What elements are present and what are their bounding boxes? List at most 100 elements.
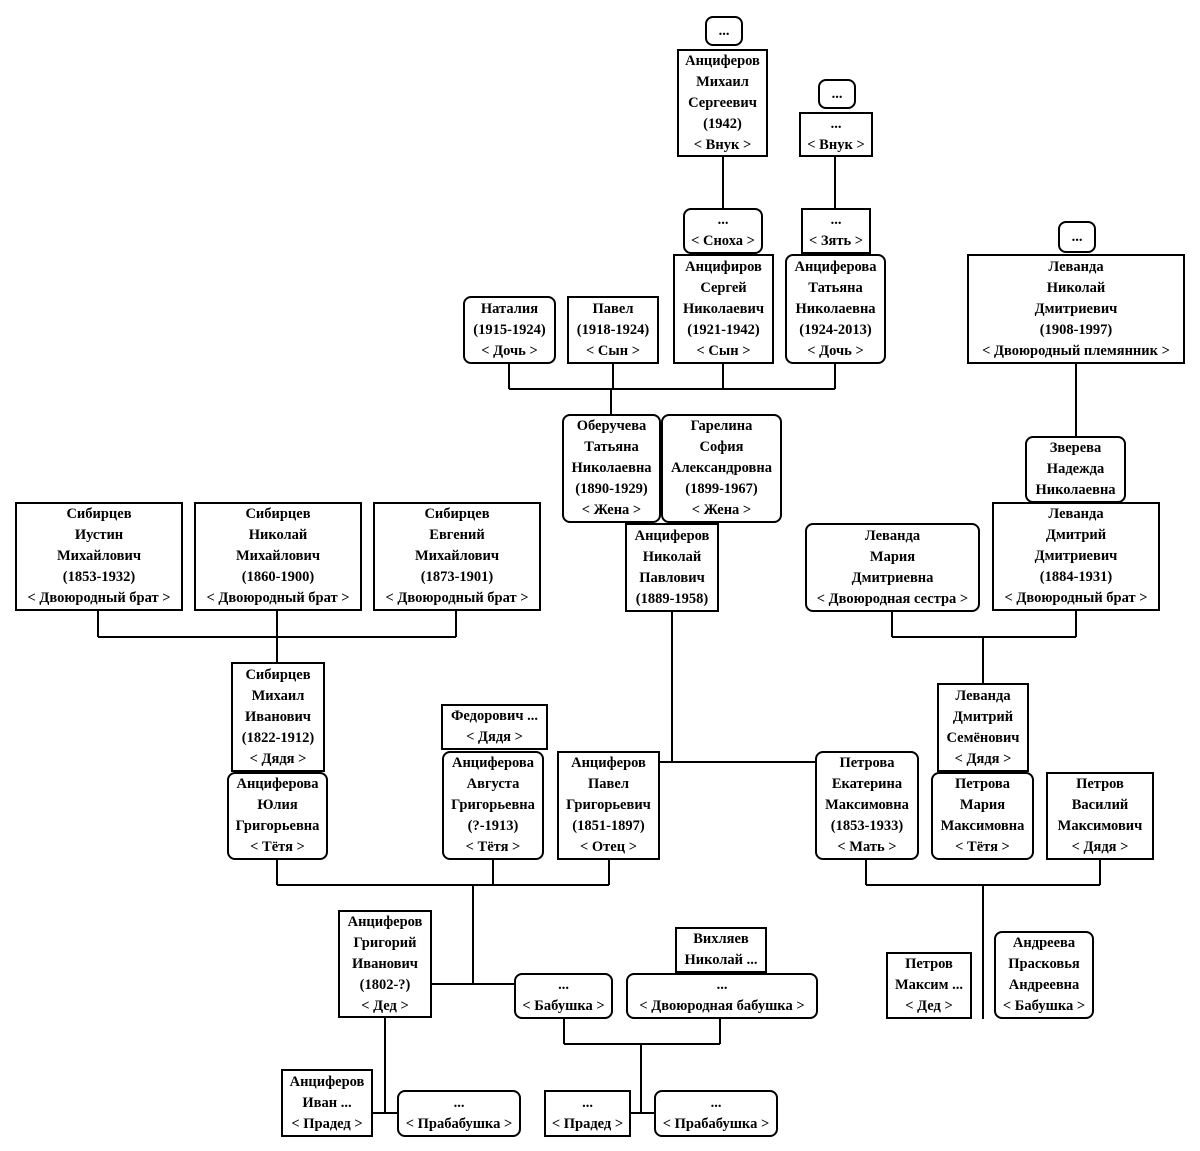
- person-text: < Сын >: [696, 342, 751, 359]
- person-text: Зверева: [1049, 440, 1102, 456]
- person-text: Анциферова: [451, 755, 535, 771]
- person-text: Дмитрий: [1045, 527, 1107, 543]
- person-son-in-law: ... < Зять >: [801, 208, 871, 254]
- person-text: Сибирцев: [245, 666, 311, 683]
- person-text: < Прадед >: [551, 1115, 624, 1132]
- person-text: Максим ...: [894, 977, 964, 993]
- person-text: (1890-1929): [575, 481, 648, 497]
- person-text: Григорьевна: [235, 818, 320, 834]
- person-text: Анциферов: [347, 913, 423, 930]
- person-text: Дмитриевич: [1034, 548, 1118, 564]
- person-text: Оберучева: [576, 418, 647, 434]
- person-text: < Двоюродный брат >: [385, 590, 529, 606]
- person-text: Николаевна: [795, 300, 876, 317]
- person-text: < Жена >: [691, 502, 752, 518]
- person-text: Александровна: [671, 460, 772, 476]
- person-text: < Дядя >: [466, 729, 523, 745]
- person-text: Сибирцев: [424, 506, 490, 522]
- person-text: < Внук >: [693, 136, 752, 153]
- person-great-grandmother2: ...< Прабабушка >: [654, 1090, 778, 1137]
- person-grandmother: ...< Бабушка >: [514, 973, 613, 1019]
- person-text: Михайлович: [56, 548, 142, 564]
- person-text: (1853-1933): [830, 818, 904, 834]
- person-text: ...: [582, 1094, 593, 1111]
- person-text: Михайлович: [414, 548, 500, 564]
- person-text: Сибирцев: [66, 506, 132, 522]
- person-text: Николай: [642, 548, 702, 565]
- person-text: Вихляев: [693, 931, 749, 947]
- person-text: Михаил: [696, 73, 749, 90]
- person-text: (1899-1967): [685, 481, 758, 497]
- person-text: (1860-1900): [241, 569, 315, 585]
- person-text: Дмитриевич: [1034, 300, 1118, 317]
- person-text: ...: [558, 977, 569, 993]
- person-great-grandfather2: ... < Прадед >: [544, 1090, 631, 1137]
- person-text: < Двоюродная сестра >: [816, 590, 969, 607]
- person-text: < Дядя >: [954, 750, 1012, 767]
- person-text: Леванда: [864, 527, 921, 544]
- person-text: ...: [453, 1094, 465, 1111]
- person-text: Прасковья: [1008, 956, 1080, 972]
- person-text: < Двоюродный брат >: [206, 590, 350, 606]
- person-natalia: Наталия(1915-1924)< Дочь >: [463, 296, 556, 364]
- person-text: Андреевна: [1008, 977, 1080, 993]
- person-text: Николай: [248, 527, 308, 543]
- person-text: Михайлович: [235, 548, 321, 564]
- person-text: Григорьевич: [566, 797, 651, 813]
- person-text: (1884-1931): [1039, 569, 1113, 585]
- person-daughter-in-law: ...< Сноха >: [683, 208, 763, 254]
- person-text: Анциферов: [571, 755, 646, 771]
- person-text: Петрова: [839, 755, 895, 771]
- person-text: Сибирцев: [245, 506, 311, 522]
- person-text: Иван ...: [302, 1094, 352, 1111]
- person-text: < Мать >: [837, 839, 897, 855]
- person-text: (1942): [703, 115, 742, 132]
- person-text: < Двоюродный брат >: [27, 590, 171, 606]
- person-text: ...: [717, 212, 729, 228]
- person-text: Леванда: [955, 687, 1011, 704]
- person-text: (?-1913): [467, 818, 519, 834]
- person-text: < Дочь >: [807, 342, 864, 359]
- person-text: < Двоюродная бабушка >: [639, 998, 805, 1014]
- person-text: Григорий: [353, 934, 417, 951]
- person-text: Татьяна: [584, 439, 639, 455]
- person-great-grandmother1: ...< Прабабушка >: [397, 1090, 521, 1137]
- person-text: (1873-1901): [420, 569, 494, 585]
- person-text: (1853-1932): [62, 569, 136, 585]
- person-text: Михаил: [251, 687, 305, 704]
- person-text: Павлович: [639, 569, 705, 586]
- person-text: ...: [718, 22, 730, 39]
- person-text: (1822-1912): [241, 729, 315, 746]
- person-text: Анциферов: [634, 527, 710, 544]
- person-text: (1889-1958): [635, 590, 709, 607]
- person-text: < Тётя >: [250, 839, 305, 855]
- person-text: ...: [830, 212, 842, 228]
- person-text: < Внук >: [807, 136, 865, 153]
- person-text: < Дед >: [905, 998, 953, 1014]
- person-text: < Сын >: [586, 342, 640, 359]
- person-text: Николаевна: [571, 460, 652, 476]
- person-text: Иванович: [352, 955, 418, 972]
- person-more1: ...: [705, 16, 743, 46]
- person-text: < Зять >: [808, 233, 864, 249]
- person-text: Максимовна: [940, 818, 1025, 834]
- person-text: Анциферова: [794, 258, 877, 275]
- person-text: Татьяна: [808, 279, 863, 296]
- person-text: Сергеевич: [688, 94, 757, 111]
- person-text: Максимовна: [825, 797, 909, 813]
- person-text: < Жена >: [581, 502, 642, 518]
